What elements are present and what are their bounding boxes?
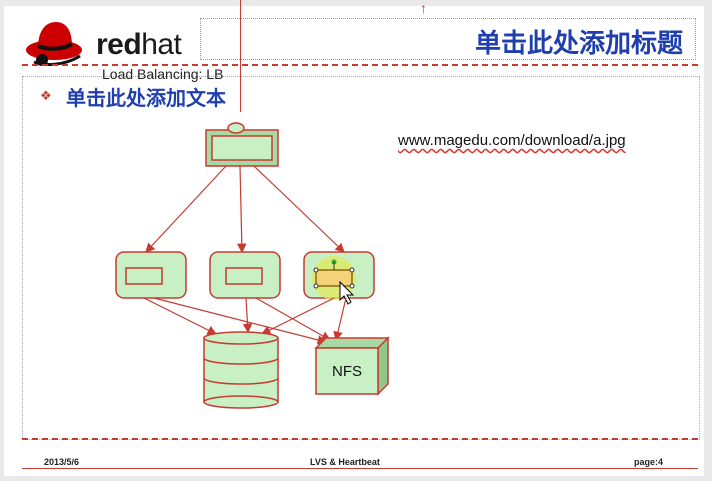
brand-hat: hat [141,28,182,61]
director-arrows [145,165,345,254]
brand-red: red [96,28,142,61]
footer-date: 2013/5/6 [44,457,80,467]
header-divider [22,64,698,66]
director-node[interactable] [205,122,279,167]
bullet-text[interactable]: 单击此处添加文本 [66,86,226,110]
up-arrow-icon: ↑ [420,0,427,16]
slide-title[interactable]: 单击此处添加标题 [474,29,683,59]
download-url: www.magedu.com/download/a.jpg [398,132,626,149]
footer-divider [22,438,698,440]
real-server-3[interactable] [303,251,375,300]
nfs-label: NFS [332,363,362,380]
load-balancing-diagram: NFS [115,122,390,409]
redhat-logo [26,22,82,66]
move-cursor-icon [339,280,355,305]
storage-arrows [143,297,347,345]
footer-page: page:4 [634,457,664,467]
subtitle-label: Load Balancing: LB [102,66,224,82]
nfs-box[interactable]: NFS [314,336,390,396]
slide: redhat 单击此处添加标题 Load Balancing: LB ❖ 单击此… [4,6,704,476]
brand-name: redhat [96,28,182,62]
real-server-2[interactable] [209,251,281,299]
bullet-diamond-icon: ❖ [40,88,52,103]
real-server-1[interactable] [115,251,187,299]
database-cylinder[interactable] [203,331,279,409]
footer-title: LVS & Heartbeat [310,457,380,467]
title-placeholder[interactable]: 单击此处添加标题 [200,18,696,60]
drag-guide-line [240,0,241,112]
bottom-rule [22,468,698,469]
